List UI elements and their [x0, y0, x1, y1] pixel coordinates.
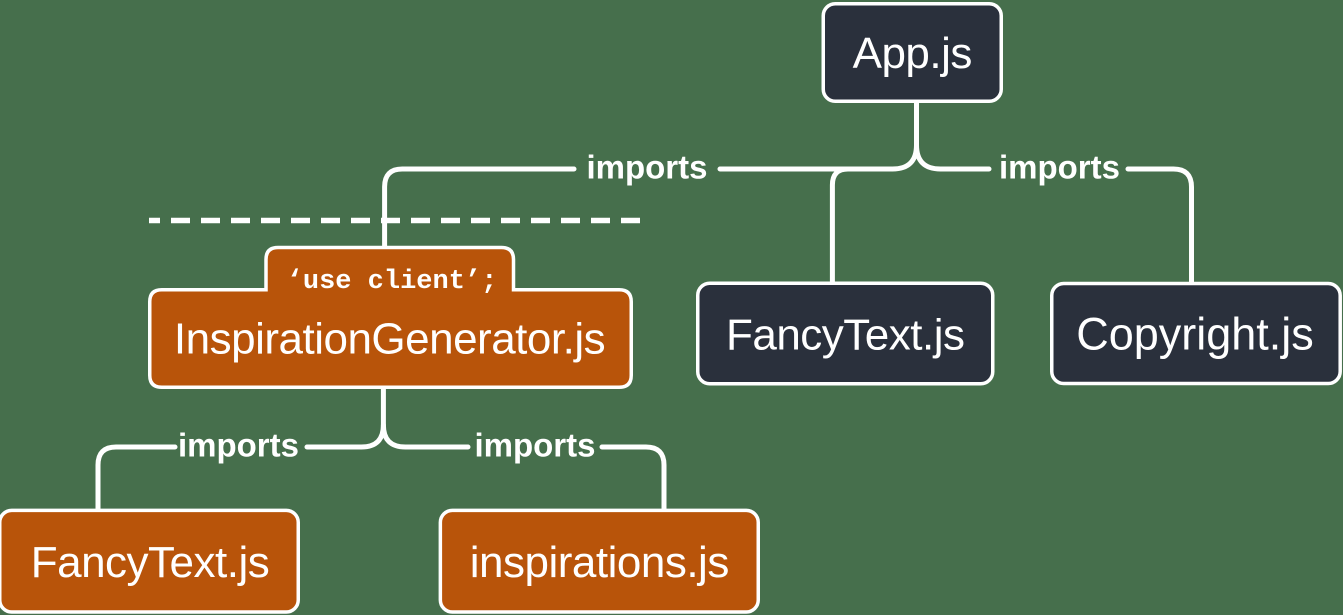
svg-text:InspirationGenerator.js: InspirationGenerator.js	[174, 315, 605, 364]
svg-text:‘use client’;: ‘use client’;	[287, 267, 498, 297]
svg-text:FancyText.js: FancyText.js	[726, 311, 965, 360]
svg-text:inspirations.js: inspirations.js	[470, 538, 729, 587]
svg-text:imports: imports	[999, 149, 1120, 186]
svg-text:FancyText.js: FancyText.js	[31, 538, 270, 587]
svg-text:imports: imports	[178, 427, 299, 464]
svg-text:Copyright.js: Copyright.js	[1076, 309, 1314, 360]
svg-text:App.js: App.js	[853, 29, 972, 78]
svg-text:imports: imports	[474, 427, 595, 464]
svg-text:imports: imports	[586, 149, 707, 186]
